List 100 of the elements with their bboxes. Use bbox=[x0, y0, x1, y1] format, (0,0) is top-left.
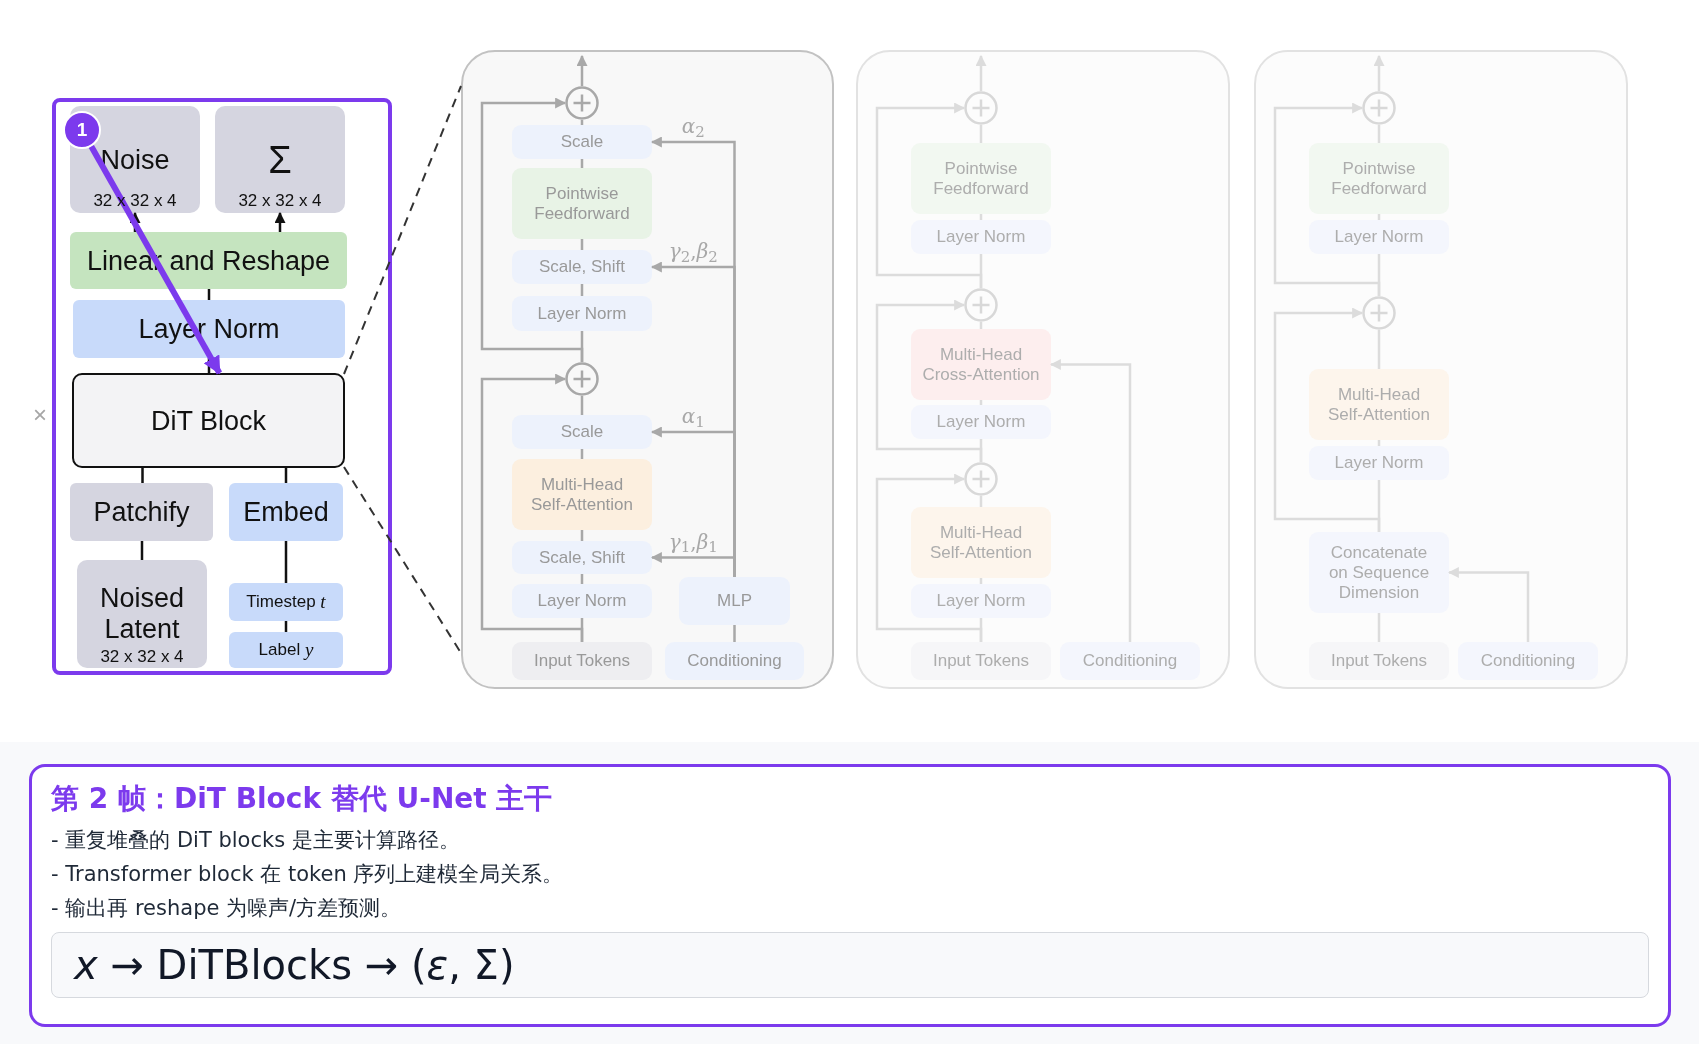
connector-line bbox=[141, 468, 144, 483]
layer-box: Scale bbox=[512, 415, 652, 449]
formula-box: x → DiTBlocks → (ε, Σ) bbox=[51, 932, 1649, 998]
layer-box: Scale bbox=[512, 125, 652, 159]
block-detail-panel bbox=[1254, 50, 1628, 689]
layer-box: Multi-Head Self-Attention bbox=[512, 459, 652, 530]
connector-line bbox=[580, 449, 584, 459]
layer-box: Pointwise Feedforward bbox=[512, 168, 652, 239]
layer-box: Multi-Head Self-Attention bbox=[911, 507, 1051, 578]
layer-box: Layer Norm bbox=[911, 584, 1051, 618]
connector-line bbox=[1377, 613, 1381, 642]
connector-line bbox=[979, 322, 983, 329]
box-title: Σ bbox=[268, 140, 292, 180]
tensor-shape-label: 32 x 32 x 4 bbox=[100, 647, 184, 667]
connector-line bbox=[580, 396, 584, 415]
connector-line bbox=[979, 125, 983, 143]
layer-box: Scale, Shift bbox=[512, 541, 652, 574]
layer-box: MLP bbox=[679, 577, 790, 625]
layer-box: Input Tokens bbox=[512, 642, 652, 680]
arrow bbox=[650, 552, 736, 577]
connector-line bbox=[207, 358, 211, 373]
callout-number: 1 bbox=[63, 111, 101, 149]
layer-box: Input Tokens bbox=[911, 642, 1051, 680]
layer-box: Conditioning bbox=[1458, 642, 1598, 680]
connector-line bbox=[580, 530, 584, 541]
layer-box: Concatenate on Sequence Dimension bbox=[1309, 532, 1449, 613]
arrow bbox=[274, 211, 286, 232]
addition-symbol bbox=[1362, 296, 1396, 330]
layer-box: Layer Norm bbox=[1309, 446, 1449, 480]
connector-line bbox=[1377, 214, 1381, 220]
layer-box: Input Tokens bbox=[1309, 642, 1449, 680]
bullet-text: - 输出再 reshape 为噪声/方差预测。 bbox=[51, 895, 403, 922]
connector-line bbox=[979, 496, 983, 507]
tensor-box bbox=[70, 106, 200, 213]
connector-line bbox=[979, 214, 983, 220]
multiplier-label: × bbox=[33, 401, 47, 429]
note-card bbox=[29, 764, 1671, 1027]
connector-line bbox=[733, 625, 736, 642]
connector-line bbox=[580, 574, 584, 584]
addition-symbol bbox=[565, 86, 599, 120]
arrow bbox=[875, 299, 983, 462]
connector-line bbox=[1377, 330, 1381, 369]
layer-box: Pointwise Feedforward bbox=[911, 143, 1051, 214]
layer-box: Embed bbox=[229, 483, 343, 541]
connector-line bbox=[284, 468, 288, 483]
layer-box: Pointwise Feedforward bbox=[1309, 143, 1449, 214]
layer-box: Multi-Head Self-Attention bbox=[1309, 369, 1449, 440]
zoom-guide-line bbox=[343, 466, 462, 654]
arrow bbox=[480, 97, 584, 362]
connector-line bbox=[284, 541, 288, 583]
card-heading: 第 2 帧：DiT Block 替代 U-Net 主干 bbox=[51, 781, 554, 817]
connector-line bbox=[1377, 125, 1381, 143]
layer-box: Patchify bbox=[70, 483, 213, 541]
dit-block-box: DiT Block bbox=[72, 373, 345, 468]
bullet-text: - Transformer block 在 token 序列上建模全局关系。 bbox=[51, 861, 565, 888]
arrow bbox=[1273, 307, 1381, 532]
arrow bbox=[480, 373, 584, 642]
zoom-guide-line bbox=[343, 85, 462, 375]
layer-box: Layer Norm bbox=[911, 405, 1051, 439]
connector-line bbox=[207, 289, 211, 300]
arrow bbox=[1273, 102, 1381, 296]
tensor-box bbox=[77, 560, 207, 668]
layer-box: Layer Norm bbox=[512, 584, 652, 618]
layer-box: Layer Norm bbox=[911, 220, 1051, 254]
connector-line bbox=[580, 120, 584, 125]
layer-box: Multi-Head Cross-Attention bbox=[911, 329, 1051, 400]
arrow bbox=[975, 54, 987, 91]
addition-symbol bbox=[964, 288, 998, 322]
bullet-text: - 重复堆叠的 DiT blocks 是主要计算路径。 bbox=[51, 827, 461, 854]
connector-line bbox=[140, 541, 144, 560]
input-box: Label y bbox=[229, 632, 343, 668]
tensor-box bbox=[215, 106, 345, 213]
arrow bbox=[875, 473, 983, 642]
connector-line bbox=[580, 284, 584, 296]
block-detail-panel bbox=[856, 50, 1230, 689]
input-box: Timestep t bbox=[229, 583, 343, 621]
arrow bbox=[1373, 54, 1385, 91]
box-title: Noise bbox=[100, 144, 170, 176]
addition-symbol bbox=[1362, 91, 1396, 125]
tensor-shape-label: 32 x 32 x 4 bbox=[238, 191, 322, 211]
layer-box: Layer Norm bbox=[1309, 220, 1449, 254]
layer-box: Conditioning bbox=[665, 642, 804, 680]
arrow bbox=[129, 211, 141, 232]
connector-line bbox=[1377, 440, 1381, 446]
connector-line bbox=[284, 621, 288, 632]
arrow bbox=[576, 54, 588, 86]
highlight-frame bbox=[52, 98, 392, 675]
connector-line bbox=[979, 578, 983, 584]
addition-symbol bbox=[964, 462, 998, 496]
arrow bbox=[875, 102, 983, 288]
layer-box: Scale, Shift bbox=[512, 250, 652, 284]
box-title: Noised Latent bbox=[98, 583, 185, 645]
layer-box: Layer Norm bbox=[512, 296, 652, 331]
connector-line bbox=[580, 159, 584, 168]
arrow bbox=[1447, 567, 1530, 642]
layer-box: Conditioning bbox=[1060, 642, 1200, 680]
addition-symbol bbox=[964, 91, 998, 125]
connector-line bbox=[979, 400, 983, 405]
arrow bbox=[1049, 359, 1132, 642]
block-detail-panel bbox=[461, 50, 834, 689]
